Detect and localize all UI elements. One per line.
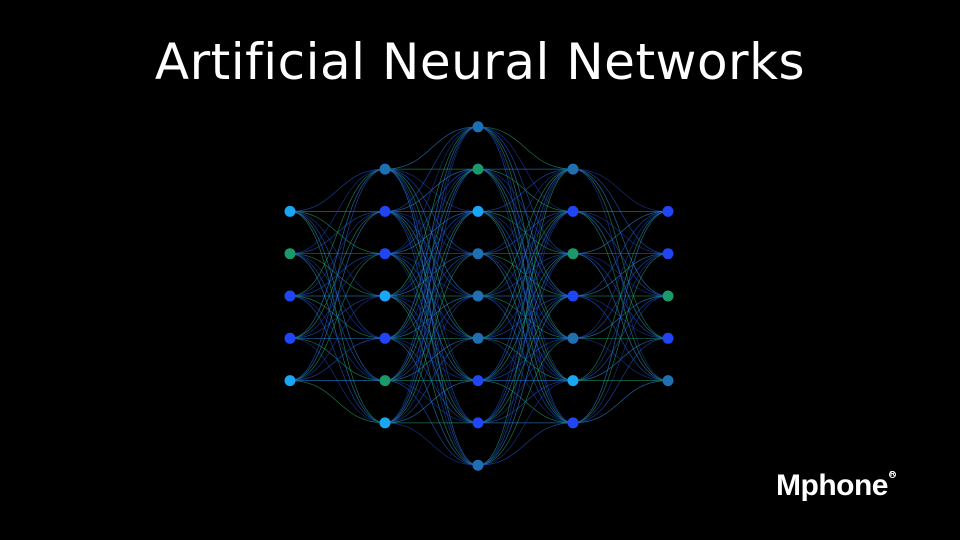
edge-3-3-0 [572,211,669,297]
node-layer2-7 [379,417,391,429]
edge-0-4-6 [289,380,386,424]
node-layer2-3 [379,248,391,260]
node-layer3-4 [472,248,484,260]
node-layer1-4 [284,332,296,344]
edge-3-2-0 [572,211,669,255]
edge-0-4-0 [289,168,386,381]
edge-0-3-0 [289,168,386,339]
edge-0-4-2 [289,253,386,381]
edge-1-0-0 [384,126,479,170]
edge-1-5-0 [384,126,479,381]
node-layer1-5 [284,375,296,387]
node-layer4-3 [567,248,579,260]
slide-title: Artificial Neural Networks [154,33,806,91]
edge-3-6-1 [572,253,669,424]
node-layer5-4 [662,332,674,344]
edge-2-2-0 [477,168,574,212]
edge-3-4-0 [572,211,669,339]
edge-1-4-0 [384,126,479,339]
node-layer5-5 [662,375,674,387]
network-nodes [284,121,674,471]
edge-0-2-0 [289,168,386,297]
node-layer3-7 [472,375,484,387]
node-layer2-4 [379,290,391,302]
node-layer4-7 [567,417,579,429]
edge-1-6-8 [384,422,479,466]
edge-1-6-3 [384,253,479,424]
edge-2-5-0 [477,168,574,339]
node-layer4-2 [567,205,579,217]
registered-trademark-icon: R [888,470,896,478]
node-layer5-3 [662,290,674,302]
edge-3-6-0 [572,211,669,424]
node-layer5-1 [662,205,674,217]
edge-2-3-0 [477,168,574,255]
node-layer3-2 [472,163,484,175]
edge-0-4-4 [289,337,386,381]
node-layer3-5 [472,290,484,302]
edge-1-6-2 [384,211,479,424]
node-layer2-1 [379,163,391,175]
edge-2-4-0 [477,168,574,297]
edge-3-6-2 [572,295,669,424]
node-layer3-1 [472,121,484,133]
edge-1-6-0 [384,126,479,424]
node-layer2-6 [379,375,391,387]
node-layer3-8 [472,417,484,429]
network-edges [289,126,669,466]
edge-1-2-0 [384,126,479,255]
edge-1-6-4 [384,295,479,424]
mphone-logo: Mphone R [776,466,896,506]
edge-1-6-1 [384,168,479,424]
edge-3-0-0 [572,168,669,212]
node-layer1-1 [284,205,296,217]
edge-1-1-0 [384,126,479,212]
edge-3-6-3 [572,337,669,424]
edge-1-6-5 [384,337,479,424]
edge-0-4-3 [289,295,386,381]
edge-1-6-6 [384,380,479,424]
edge-3-6-4 [572,380,669,424]
node-layer4-4 [567,290,579,302]
node-layer1-3 [284,290,296,302]
edge-0-1-0 [289,168,386,255]
node-layer3-6 [472,332,484,344]
edge-2-8-4 [477,337,574,466]
node-layer5-2 [662,248,674,260]
edge-0-4-1 [289,211,386,381]
edge-2-8-0 [477,168,574,466]
edge-3-5-0 [572,211,669,381]
edge-2-6-0 [477,168,574,381]
edge-2-8-5 [477,380,574,466]
node-layer4-5 [567,332,579,344]
node-layer4-1 [567,163,579,175]
logo-wordmark: Mphone [776,469,888,502]
node-layer3-9 [472,459,484,471]
edge-2-8-6 [477,422,574,466]
node-layer3-3 [472,205,484,217]
edge-0-0-0 [289,168,386,212]
edge-2-8-2 [477,253,574,466]
edge-2-7-0 [477,168,574,424]
node-layer1-2 [284,248,296,260]
edge-2-8-1 [477,211,574,466]
node-layer4-6 [567,375,579,387]
node-layer2-5 [379,332,391,344]
edge-1-3-0 [384,126,479,297]
edge-2-0-0 [477,126,574,170]
edge-2-8-3 [477,295,574,466]
node-layer2-2 [379,205,391,217]
